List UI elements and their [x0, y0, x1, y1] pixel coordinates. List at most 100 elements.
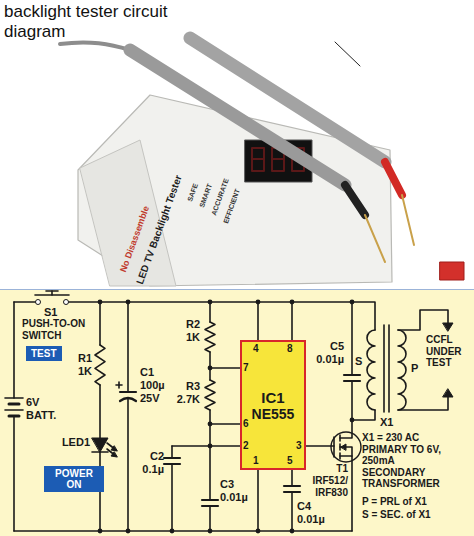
part-label: 4	[253, 343, 259, 355]
led-light-arrow	[107, 443, 116, 450]
part-label: 0.01µ	[297, 513, 325, 526]
battery-symbol	[9, 415, 19, 418]
ccfl-lead	[443, 389, 453, 397]
switch-contact	[36, 300, 41, 305]
part-label: X1 = 230 AC PRIMARY TO 6V, 250mA SECONDA…	[362, 432, 446, 490]
part-label: 2	[243, 440, 249, 452]
wire	[99, 302, 101, 345]
junction-dot	[208, 529, 213, 534]
probe-needle	[402, 195, 414, 245]
node-text: NE555	[252, 406, 295, 422]
junction-dot	[290, 300, 295, 305]
capacitor-symbol	[120, 391, 136, 393]
junction-dot	[256, 529, 261, 534]
probe-tip-red	[385, 162, 402, 195]
junction-dot	[208, 366, 213, 371]
capacitor-symbol	[284, 485, 300, 487]
part-label: S = SEC. of X1	[362, 509, 431, 521]
transformer-coil	[367, 330, 375, 410]
resistor-symbol	[95, 345, 105, 385]
wire	[306, 445, 334, 447]
transformer-coil	[398, 330, 406, 410]
part-label: 5	[287, 455, 293, 467]
part-label: R2	[186, 318, 200, 331]
frame-line	[0, 289, 474, 290]
part-label: 8	[287, 343, 293, 355]
junction-dot	[208, 422, 213, 427]
wire	[209, 506, 211, 531]
capacitor-symbol	[202, 499, 218, 501]
wire	[291, 470, 293, 486]
part-label: T1	[336, 463, 348, 475]
wire	[14, 530, 352, 532]
junction-dot	[98, 300, 103, 305]
tester-photo	[60, 38, 464, 286]
part-label: 25V	[140, 392, 160, 405]
part-label: C5	[330, 340, 344, 353]
part-label: P = PRL of X1	[362, 496, 427, 508]
junction-dot	[126, 300, 131, 305]
part-label: 100µ	[140, 379, 165, 392]
wire	[66, 302, 375, 330]
part-label: LED1	[62, 436, 90, 449]
probe-handle	[190, 38, 385, 162]
display-digit	[252, 148, 264, 171]
mosfet-symbol	[341, 444, 346, 450]
part-label: C1	[140, 366, 154, 379]
part-label: 0.01µ	[316, 353, 344, 366]
leader-line	[335, 42, 360, 66]
part-label: S	[355, 355, 362, 368]
junction-dot	[350, 418, 355, 423]
node-text: POWER ON	[49, 468, 99, 490]
led-light-arrow	[107, 449, 116, 456]
indicator-tag: POWER ON	[44, 466, 104, 492]
page-title: backlight tester circuit diagram	[4, 2, 204, 41]
capacitor-symbol	[164, 457, 180, 459]
junction-dot	[126, 529, 131, 534]
wire	[13, 416, 15, 531]
mosfet-symbol	[333, 437, 335, 457]
wire	[257, 470, 259, 531]
schematic-ground	[0, 289, 474, 536]
part-label: 0.01µ	[220, 491, 248, 504]
wire	[13, 302, 15, 398]
part-label: C2	[150, 450, 164, 463]
part-label: 3	[296, 440, 302, 452]
junction-dot	[208, 300, 213, 305]
part-label: R1	[78, 352, 92, 365]
probe-tip-black	[345, 185, 365, 215]
junction-dot	[350, 300, 355, 305]
battery-symbol	[5, 409, 23, 411]
resistor-symbol	[205, 322, 215, 352]
transformer-core	[388, 325, 390, 412]
wire	[171, 464, 173, 531]
part-label: IRF512/ IRF830	[300, 475, 348, 498]
junction-dot	[208, 444, 213, 449]
part-label: R3	[186, 380, 200, 393]
part-label: 6V	[26, 396, 39, 409]
part-label: 1	[253, 455, 259, 467]
wire	[127, 398, 129, 531]
wire	[291, 492, 293, 531]
resistor-symbol	[205, 380, 215, 410]
battery-symbol	[9, 403, 19, 406]
mosfet-symbol	[339, 435, 341, 441]
battery-symbol	[5, 397, 23, 399]
wire	[172, 445, 240, 447]
wire	[291, 302, 293, 340]
led-symbol	[92, 438, 108, 452]
part-label: S1	[44, 306, 57, 319]
wire	[351, 302, 353, 375]
part-label: 7	[243, 362, 249, 374]
wire	[99, 385, 101, 438]
junction-dot	[170, 529, 175, 534]
probe-cable	[60, 42, 130, 50]
power-knob	[440, 262, 464, 280]
led-light-arrow	[111, 452, 117, 457]
part-label: 2.7K	[177, 393, 200, 406]
wire	[257, 302, 259, 340]
part-label: 1K	[78, 365, 92, 378]
part-label: C3	[220, 478, 234, 491]
